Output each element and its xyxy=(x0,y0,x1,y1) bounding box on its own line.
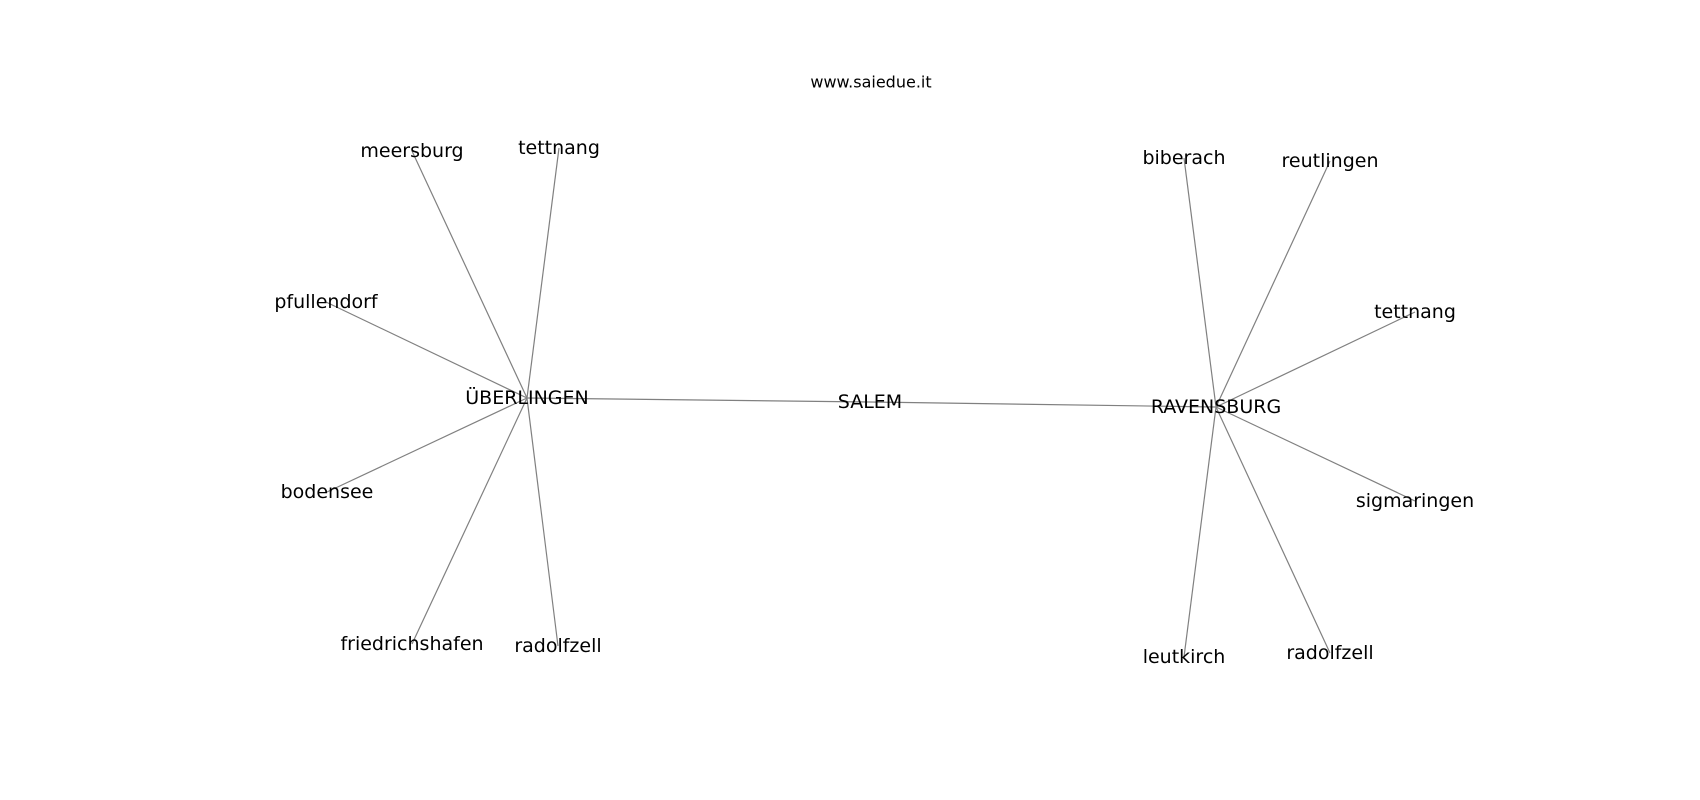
edge-hub1-leaf4 xyxy=(1183,406,1217,658)
node-label-leaf: sigmaringen xyxy=(1356,490,1474,512)
node-label-leaf: bodensee xyxy=(281,481,374,503)
node-label-leaf: reutlingen xyxy=(1282,150,1379,172)
edge-hub1-leaf5 xyxy=(1215,406,1331,654)
edges-layer xyxy=(325,147,1416,658)
node-label-leaf: radolfzell xyxy=(514,635,601,657)
edge-hub0-leaf0 xyxy=(411,150,528,399)
node-label-leaf: tettnang xyxy=(1374,301,1456,323)
node-label-leaf: friedrichshafen xyxy=(340,633,483,655)
edge-hub0-leaf5 xyxy=(526,397,559,647)
edge-hub1-leaf3 xyxy=(1215,406,1416,502)
node-label-hub: ÜBERLINGEN xyxy=(465,386,589,409)
labels-layer: www.saiedue.it SALEM ÜBERLINGEN meersbur… xyxy=(274,73,1474,669)
edge-hub1-leaf1 xyxy=(1215,160,1331,408)
edge-hub0-leaf1 xyxy=(526,147,560,399)
edge-center-hub-1 xyxy=(869,401,1217,408)
node-label-leaf: tettnang xyxy=(518,137,600,159)
edge-hub0-leaf3 xyxy=(326,397,528,493)
credit-text: www.saiedue.it xyxy=(810,73,931,92)
node-label-hub: RAVENSBURG xyxy=(1151,396,1281,418)
node-label-center: SALEM xyxy=(838,391,902,413)
edge-center-hub-0 xyxy=(526,397,871,403)
node-label-leaf: meersburg xyxy=(360,140,463,162)
node-label-leaf: leutkirch xyxy=(1143,646,1226,668)
node-label-leaf: biberach xyxy=(1142,147,1225,169)
node-label-leaf: radolfzell xyxy=(1286,642,1373,664)
edge-hub0-leaf4 xyxy=(411,397,528,645)
edge-hub0-leaf2 xyxy=(325,301,528,399)
edge-hub1-leaf2 xyxy=(1215,311,1416,408)
edge-hub1-leaf0 xyxy=(1183,157,1217,408)
node-label-leaf: pfullendorf xyxy=(274,291,379,313)
